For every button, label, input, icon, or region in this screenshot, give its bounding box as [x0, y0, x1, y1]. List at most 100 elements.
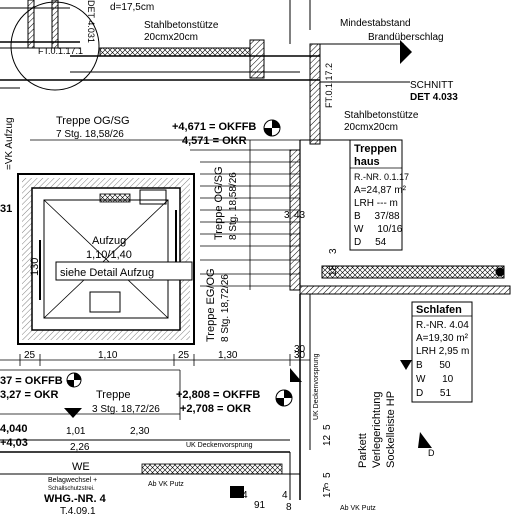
elevator-shaft: [17, 173, 195, 345]
parkett-label-1: Parkett: [357, 433, 369, 468]
treppenhaus-title-1: Treppen: [354, 143, 397, 155]
schnitt-det-label: DET 4.033: [410, 92, 458, 103]
ab-vk-label-2: Ab VK Putz: [340, 505, 376, 512]
treppenhaus-nr: R.-NR. 0.1.17: [354, 172, 409, 182]
uk-bottom-label: UK Deckenvorsprung: [186, 442, 253, 449]
stg-og-sg-label: 7 Stg. 18,58/26: [56, 129, 124, 140]
treppenhaus-lrh: LRH --- m: [354, 198, 398, 209]
stahl-top-label: Stahlbetonstütze: [144, 20, 219, 31]
dim-25a: 25: [24, 350, 36, 361]
parkett-label-3: Sockelleiste HP: [385, 391, 397, 468]
arrow-down-icon: [64, 408, 82, 418]
schlafen-title: Schlafen: [416, 304, 462, 316]
vk-aufzug-label: =VK Aufzug: [4, 117, 15, 170]
ft-right-label: FT.0.1.17.2: [324, 63, 334, 108]
dim-17: 17: [322, 486, 333, 498]
we-label: WE: [72, 461, 90, 473]
mindest-label-1: Mindestabstand: [340, 18, 411, 29]
treppe-vertical-1b: 8 Stg. 18,58/26: [228, 172, 239, 240]
level-4040: 4,040: [0, 423, 28, 435]
treppe-og-sg-label: Treppe OG/SG: [56, 115, 130, 127]
triangle-marker-icon: [290, 368, 302, 382]
ft-left-label: FT.0.1.17.1: [38, 46, 83, 56]
bottom-strip: [0, 463, 300, 498]
schlafen-area: A=19,30 m²: [416, 333, 469, 344]
dim-91: 91: [254, 500, 266, 511]
schlafen-b: B 50: [416, 360, 451, 371]
treppenhaus-w: W 10/16: [354, 224, 403, 235]
stahl-top-dim: 20cmx20cm: [144, 32, 198, 43]
treppenhaus-title-2: haus: [354, 156, 380, 168]
stg-bottom-label: 3 Stg. 18,72/26: [92, 404, 160, 415]
dim-101: 1,01: [66, 426, 86, 437]
okr-left-label: 3,27 = OKR: [0, 389, 58, 401]
dim-226: 2,26: [70, 442, 90, 453]
stair-lower: [0, 369, 291, 500]
dim-12: 12: [322, 434, 333, 446]
dim-3b: 3: [328, 248, 339, 254]
room-stamp-treppenhaus: [349, 139, 403, 251]
schlafen-d: D 51: [416, 388, 451, 399]
stahl-mid-label: Stahlbetonstütze: [344, 110, 419, 121]
okr-bottom-label: +2,708 = OKR: [180, 403, 251, 415]
treppenhaus-area: A=24,87 m²: [354, 185, 407, 196]
dim-110: 1,10: [98, 350, 118, 361]
door-d-icon: [418, 432, 432, 448]
dim-130: 1,30: [218, 350, 238, 361]
treppe-vertical-2: Treppe EG/OG: [205, 268, 217, 342]
okffb-top-label: +4,671 = OKFFB: [172, 121, 256, 133]
d-label: d=17,5cm: [110, 2, 154, 13]
whg-label: WHG.-NR. 4: [44, 493, 107, 505]
room-stamp-schlafen: [411, 301, 473, 403]
dim-43: 43: [294, 210, 306, 221]
level-marker-icon: [263, 119, 281, 137]
left-130: 130: [29, 258, 41, 276]
aufzug-label: Aufzug: [92, 235, 126, 247]
left-31: 31: [0, 203, 12, 215]
t409-label: T.4.09.1: [60, 506, 96, 516]
ab-vk-label-1: Ab VK Putz: [148, 481, 184, 488]
belag-label-2: Schallschutzstrei.: [48, 486, 95, 492]
treppenhaus-b: B 37/88: [354, 211, 400, 222]
top-wall-section: [0, 0, 404, 145]
stahl-mid-dim: 20cmx20cm: [344, 122, 398, 133]
okffb-bottom-label: +2,808 = OKFFB: [176, 389, 260, 401]
treppe-vertical-2b: 8 Stg. 18,72/26: [220, 274, 231, 342]
label-d: D: [428, 448, 435, 458]
dim-18: 18: [328, 264, 339, 276]
dimension-line-mid: [0, 354, 310, 366]
schlafen-nr: R.-NR. 4.04: [416, 320, 469, 331]
schlafen-lrh: LRH 2,95 m: [416, 346, 469, 357]
siehe-detail-label: siehe Detail Aufzug: [60, 267, 154, 279]
treppenhaus-d: D 54: [354, 237, 387, 248]
parkett-arrow-icon: [400, 360, 412, 370]
schnitt-label: SCHNITT: [410, 80, 453, 91]
parkett-label-2: Verlegerichtung: [371, 392, 383, 468]
aufzug-label-box: [55, 261, 193, 281]
dim-30b: 30: [294, 344, 306, 355]
section-marker-icon: [400, 40, 412, 64]
mindest-label-2: Brandüberschlag: [368, 32, 444, 43]
dim-3: 3: [284, 210, 290, 221]
level-403: +4,03: [0, 437, 28, 449]
okffb-left-label: 37 = OKFFB: [0, 375, 63, 387]
label-c: c: [324, 480, 329, 490]
dim-5: 5: [322, 424, 333, 430]
dim-5b: 5: [322, 472, 333, 478]
dim-230: 2,30: [130, 426, 150, 437]
dim-4b: 4: [282, 490, 288, 501]
schlafen-w: W 10: [416, 374, 454, 385]
uk-vertical-label: UK Deckenvorsprung: [313, 353, 320, 420]
okr-top-label: 4,571 = OKR: [182, 135, 247, 147]
stairwell-wall: [289, 149, 511, 500]
level-marker-left-icon: [66, 372, 82, 388]
dim-8: 8: [286, 502, 292, 513]
treppe-bottom-label: Treppe: [96, 389, 130, 401]
det-vertical-label: DET 4.031: [86, 0, 96, 43]
dim-4: 4: [242, 490, 248, 501]
dim-25b: 25: [178, 350, 190, 361]
belag-label-1: Belagwechsel +: [48, 477, 97, 484]
treppe-vertical-1: Treppe OG/SG: [213, 166, 225, 240]
level-marker-right-icon: [275, 389, 293, 407]
